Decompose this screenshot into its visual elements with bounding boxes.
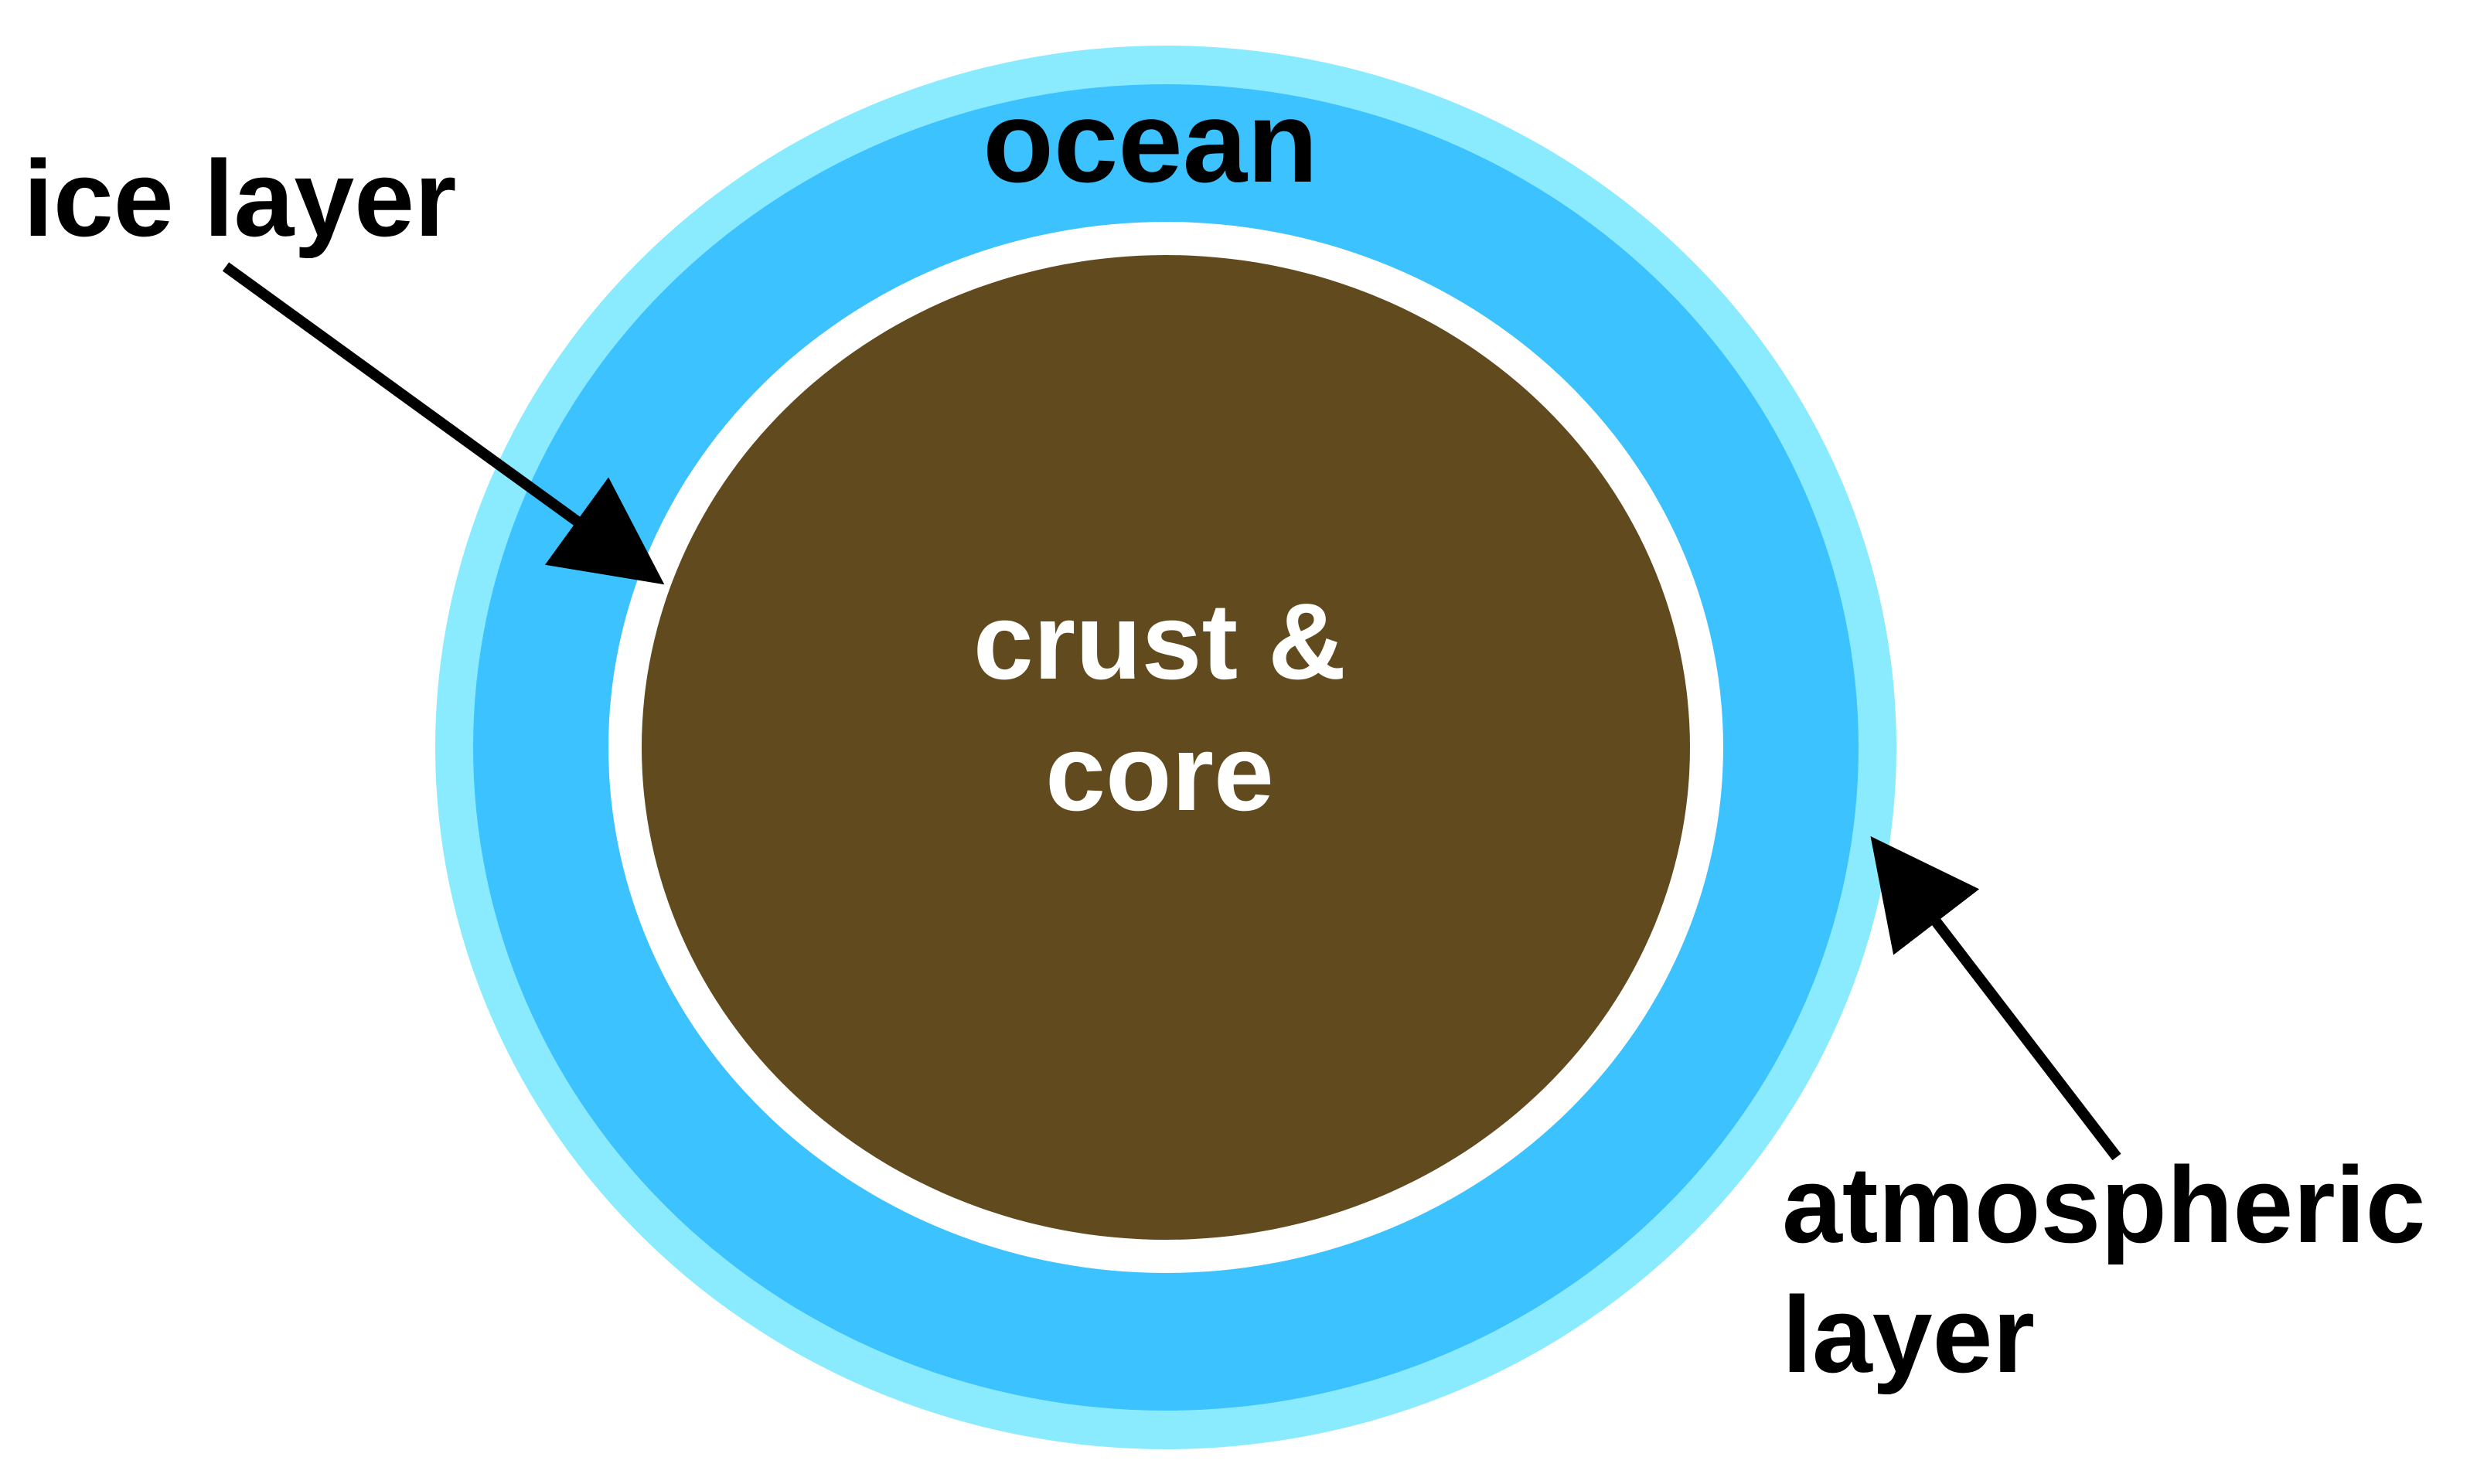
ice-layer-arrow (222, 262, 665, 585)
atmospheric-label-line2: layer (1782, 1274, 2035, 1395)
core-label-line2: core (1045, 712, 1274, 833)
atmospheric-label-line1: atmospheric (1782, 1144, 2425, 1265)
ice-layer-label: ice layer (23, 138, 456, 259)
crust-core-disc (642, 255, 1690, 1240)
atmospheric-layer-arrow (1870, 836, 2121, 1161)
core-label-line1: crust & (973, 580, 1346, 702)
ocean-label: ocean (983, 77, 1318, 206)
